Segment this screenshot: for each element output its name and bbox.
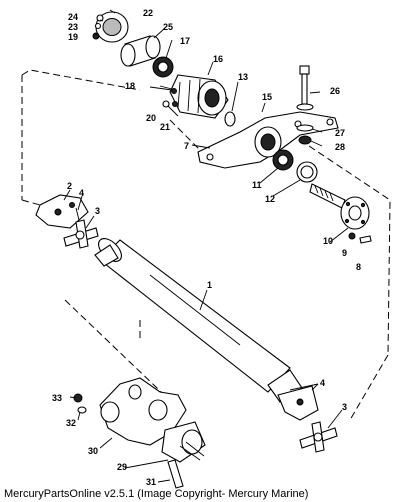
callout-8: 8 (356, 262, 361, 272)
callout-26: 26 (330, 86, 340, 96)
callout-9: 9 (342, 248, 347, 258)
bolt-part-4-upper (75, 207, 80, 221)
callout-21: 21 (160, 122, 170, 132)
nut-part-9 (348, 232, 356, 240)
seal-part-12 (296, 161, 318, 183)
callout-4-lower: 4 (320, 378, 325, 388)
callout-3-upper: 3 (95, 206, 100, 216)
bearing-part-11 (272, 149, 294, 171)
bearing-part-17 (152, 56, 174, 78)
bolt-part-31 (167, 459, 184, 489)
callout-30: 30 (88, 446, 98, 456)
screw-part-20-21 (162, 100, 179, 117)
shaft-part-29 (161, 421, 206, 463)
bracket-part-7 (197, 111, 339, 169)
callout-labels: 24 23 19 22 25 17 16 18 13 20 21 15 26 2… (52, 8, 361, 487)
callout-25: 25 (163, 22, 173, 32)
small-parts-19-23-24 (92, 14, 104, 40)
callout-13: 13 (238, 72, 248, 82)
callout-19: 19 (68, 32, 78, 42)
callout-29: 29 (117, 462, 127, 472)
callout-1: 1 (207, 280, 212, 290)
callout-11: 11 (252, 180, 262, 190)
callout-16: 16 (213, 54, 223, 64)
nut-part-28 (298, 135, 312, 145)
bolt-part-26 (299, 65, 310, 105)
drive-shaft-part-1 (94, 238, 303, 403)
callout-7: 7 (184, 141, 189, 151)
callout-24: 24 (68, 12, 78, 22)
callout-32: 32 (66, 418, 76, 428)
callout-33: 33 (52, 393, 62, 403)
bearing-housing-part-16 (169, 74, 229, 119)
leader-lines (63, 9, 349, 483)
callout-22: 22 (143, 8, 153, 18)
bolt-part-8 (359, 235, 372, 244)
callout-2: 2 (67, 181, 72, 191)
copyright-caption: MercuryPartsOnline v2.5.1 (Image Copyrig… (4, 488, 309, 500)
flange-shaft-part-10 (309, 183, 370, 230)
callout-28: 28 (335, 142, 345, 152)
callout-4-upper: 4 (79, 188, 84, 198)
yoke-end-lower (277, 385, 319, 421)
callout-15: 15 (262, 92, 272, 102)
bearing-race-part-25 (120, 35, 161, 67)
callout-20: 20 (146, 113, 156, 123)
callout-23: 23 (68, 22, 78, 32)
washer-part-32 (77, 406, 87, 414)
callout-31: 31 (146, 477, 156, 487)
bearing-cup-part-22 (95, 11, 129, 43)
callout-10: 10 (323, 236, 333, 246)
grease-fitting-part-18 (149, 86, 177, 94)
u-joint-part-3-upper (63, 219, 99, 249)
callout-27: 27 (335, 128, 345, 138)
u-joint-part-3-lower (299, 421, 338, 453)
o-ring-part-13 (224, 111, 236, 127)
callout-18: 18 (125, 81, 135, 91)
callout-3-lower: 3 (342, 402, 347, 412)
bracket-part-30 (99, 377, 187, 446)
washers-part-27 (296, 103, 314, 132)
callout-12: 12 (265, 194, 275, 204)
bolt-part-4-lower (289, 383, 319, 391)
callout-17: 17 (180, 36, 190, 46)
